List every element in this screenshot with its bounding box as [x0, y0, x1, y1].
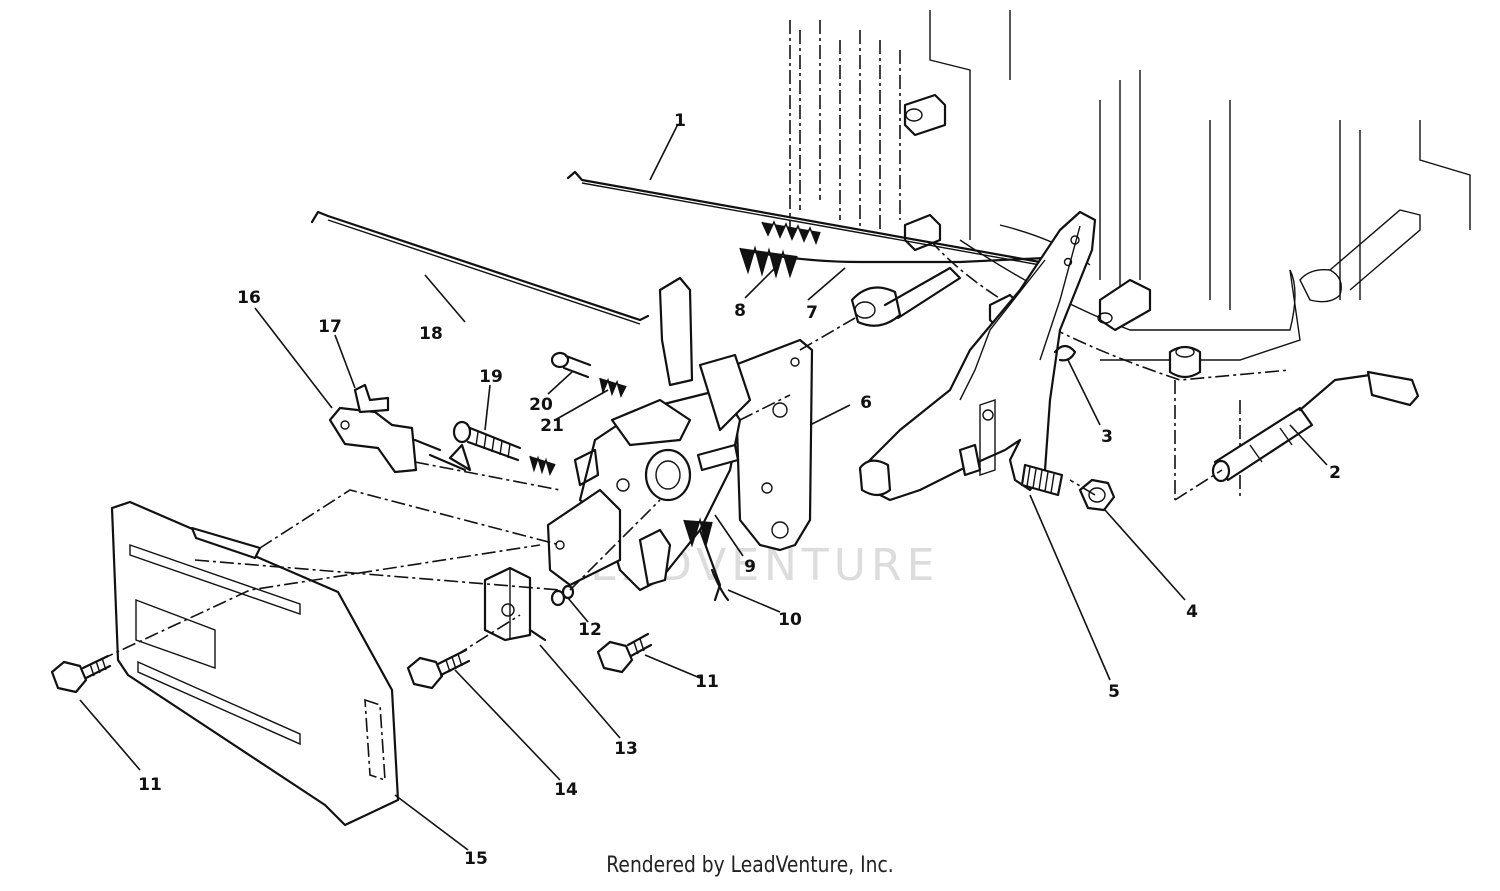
callout-3: 3 — [1101, 427, 1113, 447]
spacer — [850, 266, 962, 327]
part-21-spring — [529, 377, 627, 477]
callout-11a: 11 — [138, 775, 162, 795]
callout-11b: 11 — [695, 672, 719, 692]
part-16-lever-plate — [328, 406, 472, 474]
callout-18: 18 — [419, 324, 443, 344]
callout-1: 1 — [674, 111, 686, 131]
callout-15: 15 — [464, 849, 488, 869]
part-15-cover-plate — [110, 500, 400, 827]
callout-9: 9 — [744, 557, 756, 577]
part-10-clip — [710, 568, 730, 602]
part-11-bolt-right — [596, 632, 653, 674]
part-6-control-bracket — [658, 276, 814, 552]
part-11-bolt-left — [50, 654, 112, 694]
part-4-nut — [1078, 478, 1116, 512]
callout-20: 20 — [529, 395, 553, 415]
callout-19: 19 — [479, 367, 503, 387]
callout-14: 14 — [554, 780, 578, 800]
callout-4: 4 — [1186, 602, 1198, 622]
callout-7: 7 — [806, 303, 818, 323]
callout-13: 13 — [614, 739, 638, 759]
part-3-clamp — [1053, 344, 1077, 362]
part-20-screw — [550, 351, 592, 379]
part-14-bolt — [406, 648, 471, 690]
part-2-governor-shaft — [1211, 370, 1420, 483]
callout-21: 21 — [540, 416, 564, 436]
assembly-lines — [99, 317, 1223, 661]
leader-lines — [79, 125, 1328, 851]
callout-6: 6 — [860, 393, 872, 413]
part-1-governor-rod — [566, 170, 1058, 266]
credit-text: Rendered by LeadVenture, Inc. — [606, 853, 894, 878]
callout-5: 5 — [1108, 682, 1120, 702]
part-12-washer — [550, 584, 575, 607]
part-13-bracket — [483, 566, 547, 642]
callout-17: 17 — [318, 317, 342, 337]
callout-16: 16 — [237, 288, 261, 308]
part-18-throttle-rod — [310, 210, 650, 325]
callouts: 1 2 3 4 5 6 7 8 9 10 11 11 12 13 14 15 1… — [138, 111, 1341, 869]
part-17-tab — [353, 383, 390, 414]
part-5-governor-lever — [858, 210, 1097, 502]
callout-10: 10 — [778, 610, 802, 630]
part-8-spring — [739, 245, 798, 279]
engine-block-outline — [789, 10, 1471, 500]
callout-12: 12 — [578, 620, 602, 640]
callout-2: 2 — [1329, 463, 1341, 483]
part-19-screw — [452, 420, 522, 462]
callout-8: 8 — [734, 301, 746, 321]
